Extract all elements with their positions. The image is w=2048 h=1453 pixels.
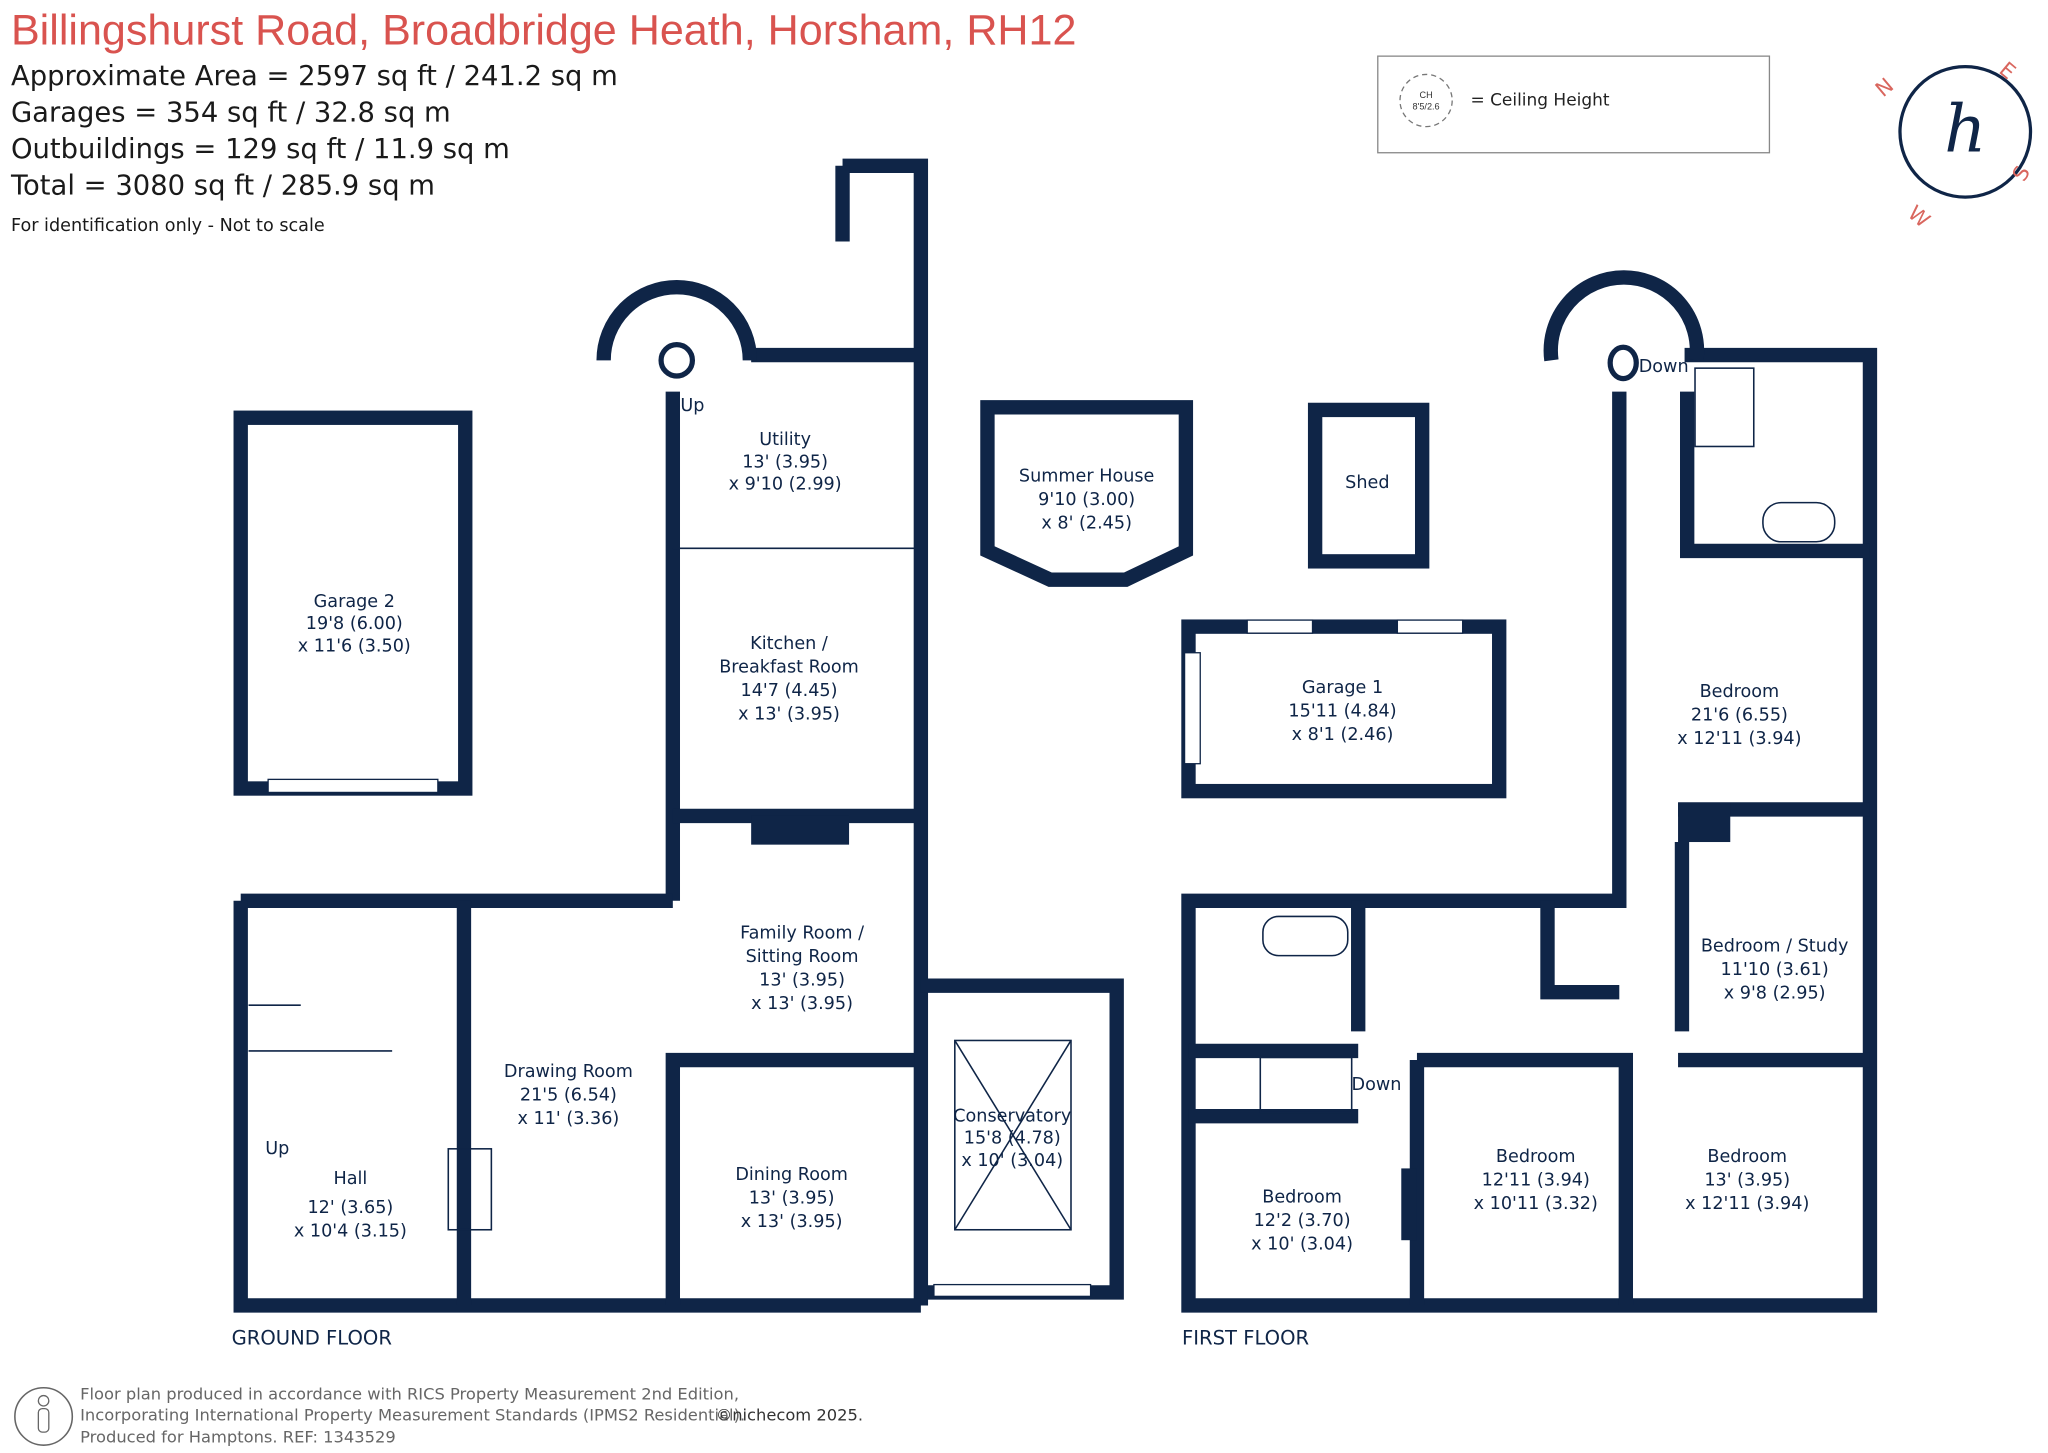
compass-logo: h N E S W (1871, 57, 2035, 232)
svg-text:h: h (1944, 91, 1986, 167)
svg-text:Floor plan produced in accorda: Floor plan produced in accordance with R… (80, 1384, 739, 1403)
stairs-up-label: Up (680, 396, 704, 416)
svg-text:Garage 219'8 (6.00)x 11'6 (3.5: Garage 219'8 (6.00)x 11'6 (3.50) (298, 592, 411, 656)
area-total: Total = 3080 sq ft / 285.9 sq m (10, 171, 435, 202)
area-outbuildings: Outbuildings = 129 sq ft / 11.9 sq m (11, 134, 510, 165)
first-floor-walls (1181, 270, 1878, 1313)
svg-text:Produced for Hamptons. REF: 1: Produced for Hamptons. REF: 1343529 (80, 1428, 396, 1447)
hall-stairs-up-label: Up (265, 1139, 289, 1159)
svg-text:8'5/2.6: 8'5/2.6 (1413, 102, 1440, 112)
stairs-down-label: Down (1639, 357, 1689, 377)
svg-text:= Ceiling Height: = Ceiling Height (1470, 91, 1609, 111)
svg-text:W: W (1903, 201, 1934, 233)
ground-floor-label: GROUND FLOOR (232, 1327, 393, 1350)
svg-text:CH: CH (1419, 90, 1432, 100)
area-garages: Garages = 354 sq ft / 32.8 sq m (11, 97, 451, 128)
footer: Floor plan produced in accordance with R… (14, 1384, 863, 1447)
ceiling-height-legend: CH 8'5/2.6 = Ceiling Height (1377, 55, 1771, 154)
svg-text:N: N (1871, 73, 1898, 101)
room-shed: Shed (1345, 473, 1389, 493)
svg-text:E: E (1995, 57, 2021, 84)
scale-note: For identification only - Not to scale (11, 216, 325, 236)
first-floor-label: FIRST FLOOR (1182, 1327, 1310, 1350)
stairs-down-label-2: Down (1352, 1075, 1402, 1095)
property-title: Billingshurst Road, Broadbridge Heath, H… (11, 6, 1077, 54)
area-approx: Approximate Area = 2597 sq ft / 241.2 sq… (11, 61, 618, 92)
svg-text:©nichecom 2025.: ©nichecom 2025. (716, 1405, 863, 1424)
svg-text:Incorporating International Pr: Incorporating International Property Mea… (80, 1405, 745, 1424)
ground-floor-walls (233, 158, 1507, 1313)
svg-text:Garage 115'11 (4.84)x 8'1 (2.4: Garage 115'11 (4.84)x 8'1 (2.46) (1288, 678, 1396, 745)
person-icon (14, 1386, 74, 1446)
